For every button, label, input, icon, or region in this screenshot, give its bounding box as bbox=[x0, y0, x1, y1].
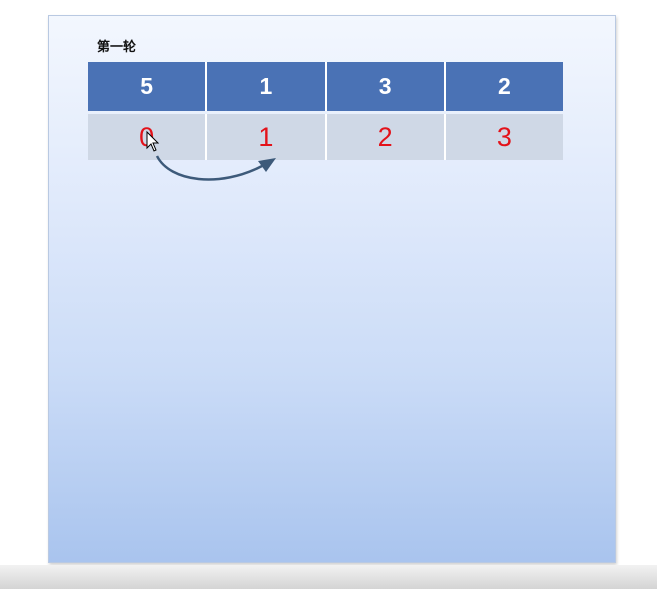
index-cell: 0 bbox=[88, 114, 208, 160]
array-table: 5 1 3 2 0 1 2 3 bbox=[88, 62, 563, 160]
round-label: 第一轮 bbox=[97, 40, 137, 55]
index-cell: 2 bbox=[326, 114, 446, 160]
index-row: 0 1 2 3 bbox=[88, 114, 563, 160]
value-cell: 5 bbox=[88, 62, 208, 111]
bottom-bar bbox=[0, 565, 657, 589]
value-cell: 1 bbox=[207, 62, 327, 111]
value-cell: 3 bbox=[326, 62, 446, 111]
slide-canvas: 第一轮 5 1 3 2 0 1 2 3 bbox=[48, 15, 616, 563]
value-row: 5 1 3 2 bbox=[88, 62, 563, 111]
index-cell: 1 bbox=[207, 114, 327, 160]
value-cell: 2 bbox=[445, 62, 563, 111]
index-cell: 3 bbox=[445, 114, 563, 160]
